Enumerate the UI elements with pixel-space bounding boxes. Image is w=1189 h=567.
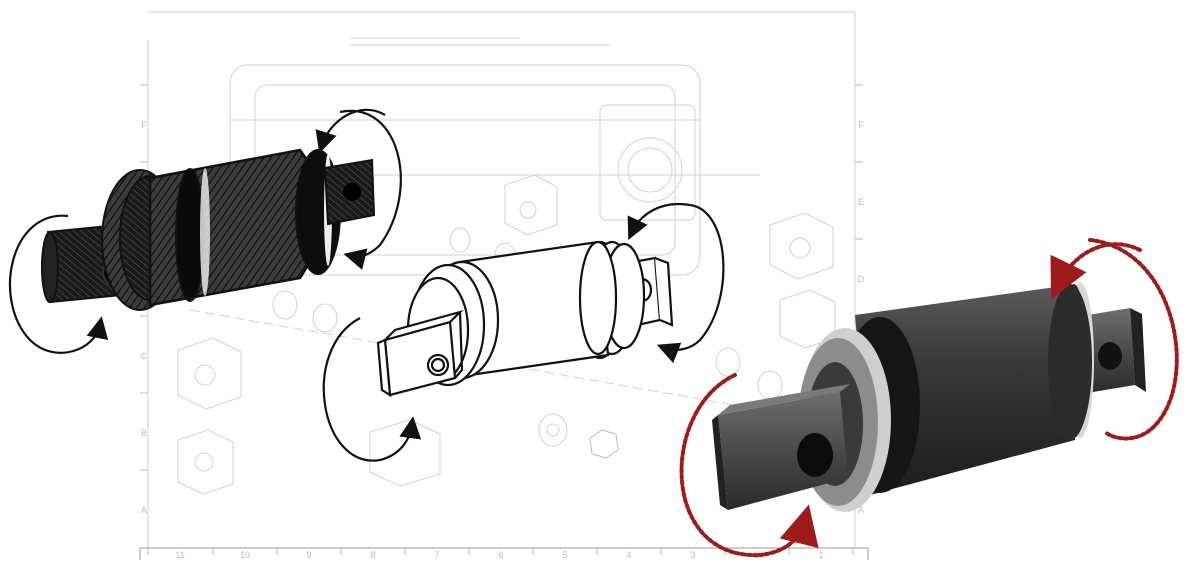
tick-label: 4 [626,550,631,560]
tick-label: 6 [498,550,503,560]
blueprint-background [139,11,869,560]
rotate-arrows-icon [8,108,402,354]
nut-outline [589,429,619,459]
photo-left-pin-hole [797,433,833,477]
photo-right-pin-hole [1098,342,1122,370]
line-art-bushing [376,240,674,398]
photo-bushing [712,282,1146,512]
tick-label: C [141,351,148,361]
washer-outline [538,413,568,447]
tick-label: 7 [434,550,439,560]
rotate-arrows-icon [322,202,725,462]
wheel-outline [617,137,683,203]
tick-label: 1 [818,550,823,560]
dotted-rotate-arrows-icon [679,238,1179,558]
tick-label: A [858,505,864,515]
tick-label: 9 [306,550,311,560]
tick-label: E [858,197,864,207]
tick-label: 8 [370,550,375,560]
tick-label: 5 [562,550,567,560]
tick-label: 3 [690,550,695,560]
tick-label: 10 [240,550,250,560]
sketch-bushing [41,148,376,311]
tick-label: F [858,120,864,130]
tick-label: A [141,505,147,515]
tick-label: B [141,428,147,438]
photo-left-stub [718,392,848,510]
sketch-band [175,168,205,302]
tick-label: D [858,274,865,284]
tick-label: F [141,120,147,130]
tick-label: 11 [175,550,184,560]
